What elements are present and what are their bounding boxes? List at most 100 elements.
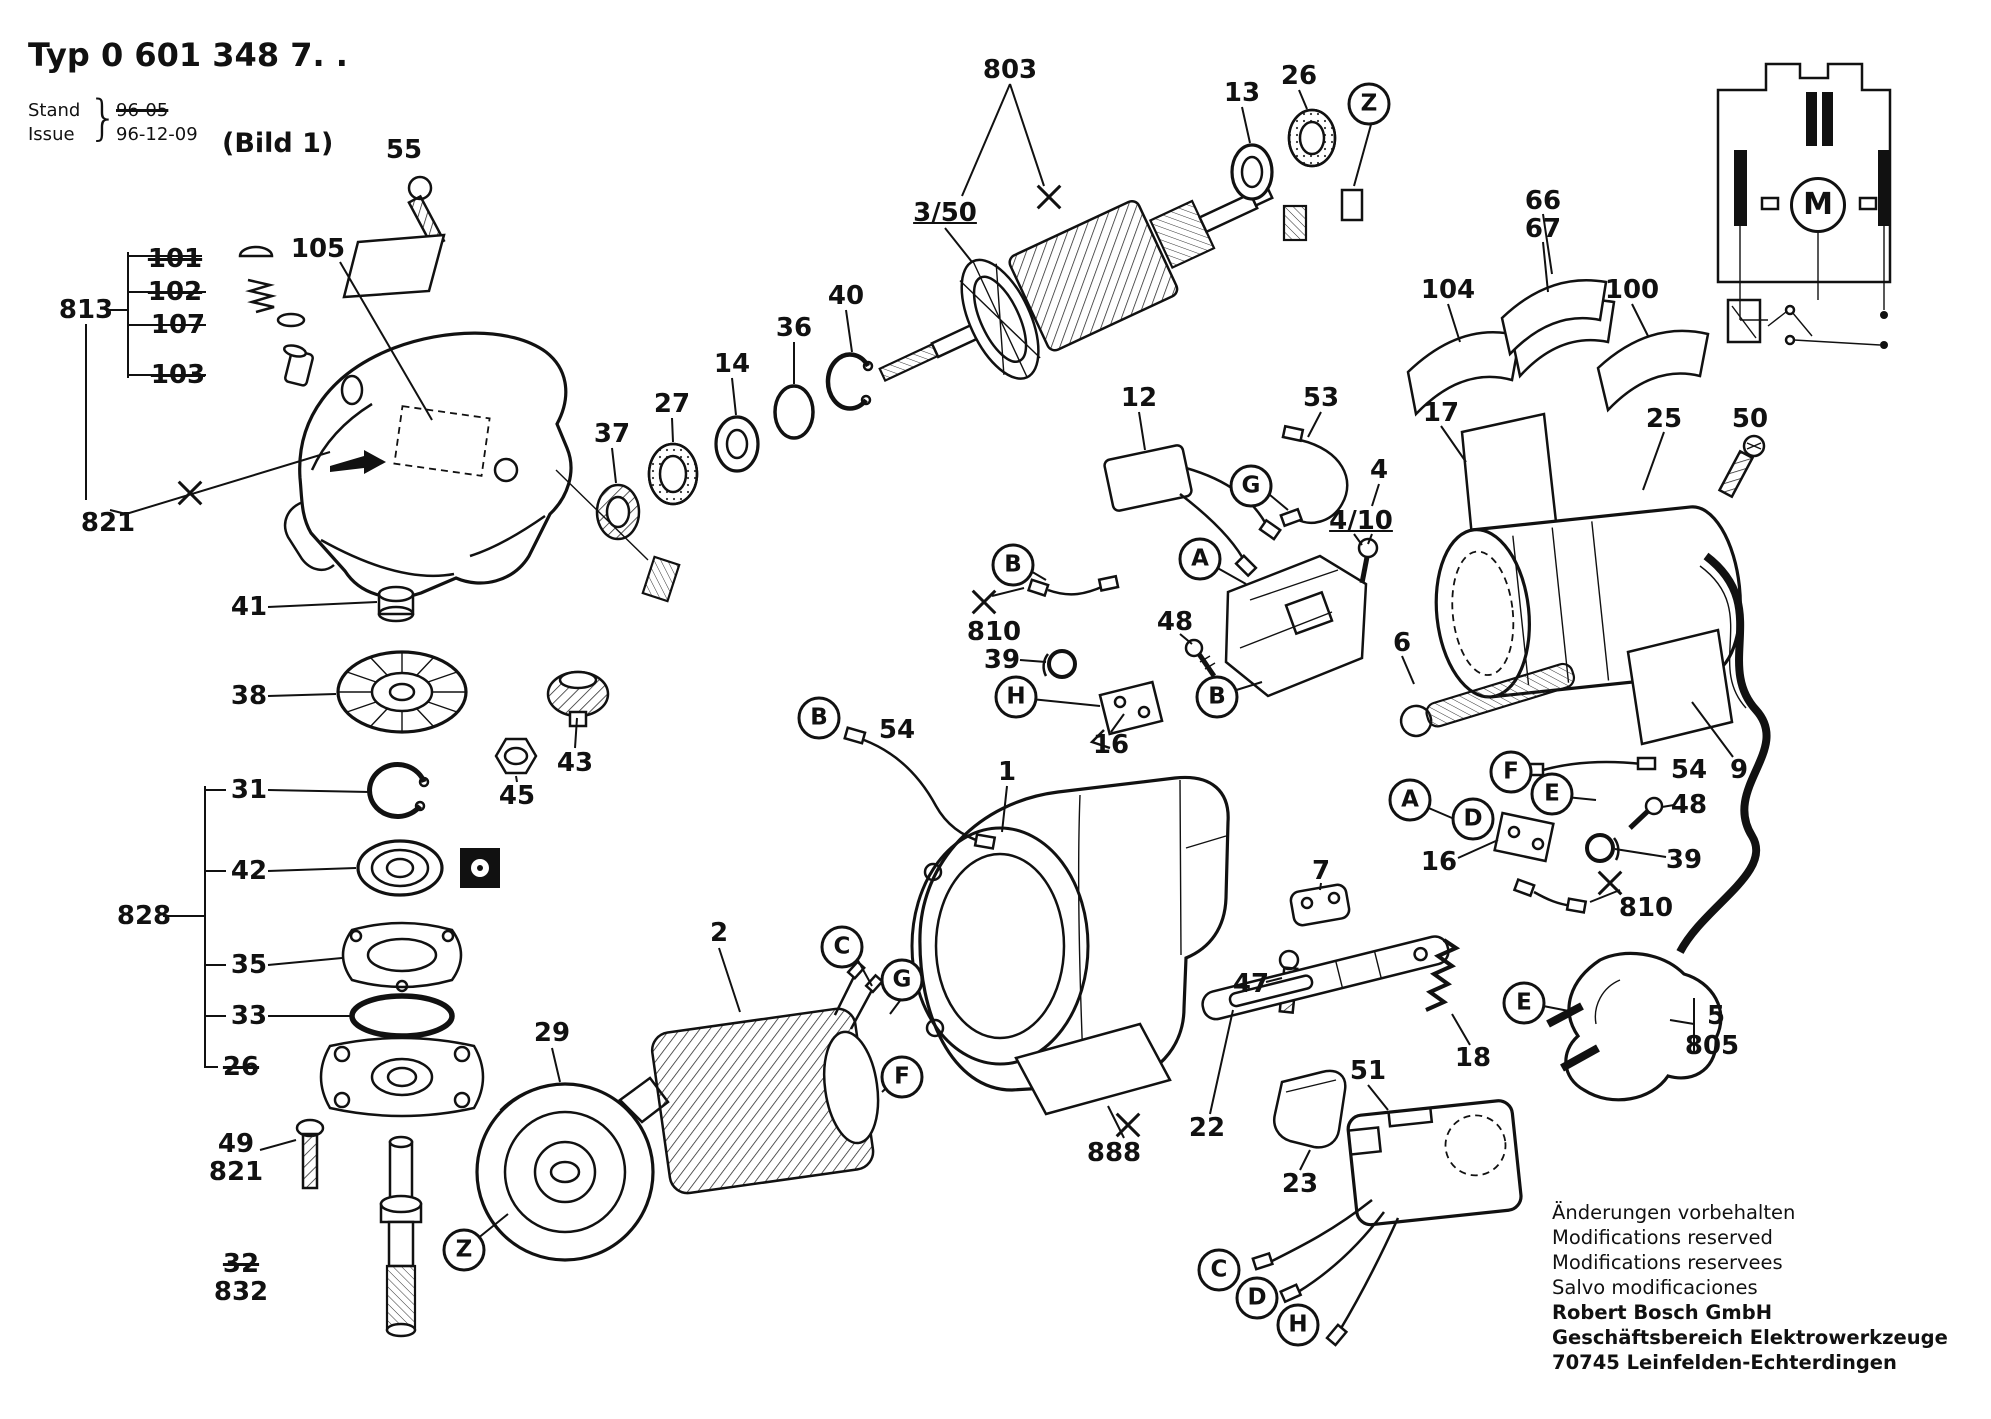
footer-line: Modifications reserved <box>1552 1226 1773 1249</box>
bearing-flange <box>319 1036 485 1118</box>
switch-body <box>1224 537 1379 698</box>
callout-f-stator: F <box>880 1055 924 1099</box>
part-label-832: 832 <box>213 1277 269 1307</box>
issue-value: 96-12-09 <box>116 124 198 145</box>
part-label-5: 5 <box>1706 1001 1726 1031</box>
wire-54-right <box>1524 756 1657 777</box>
nut-45 <box>494 737 538 775</box>
part-label-48-left: 48 <box>1156 607 1194 637</box>
part-label-888: 888 <box>1086 1138 1142 1168</box>
footer-city: 70745 Leinfelden-Echterdingen <box>1552 1351 1897 1374</box>
part-label-810-left: 810 <box>966 617 1022 647</box>
part-label-102: 102 <box>147 277 203 307</box>
part-label-14: 14 <box>713 349 751 379</box>
part-label-67: 67 <box>1524 214 1562 244</box>
callout-h-bottom: H <box>1276 1303 1320 1347</box>
part-label-4/10: 4/10 <box>1329 506 1393 536</box>
part-label-41: 41 <box>230 592 268 622</box>
bearing-14 <box>714 415 760 473</box>
ring-37 <box>595 483 641 541</box>
callout-d-right: D <box>1451 797 1495 841</box>
wire-810-left <box>1026 574 1120 598</box>
part-label-813: 813 <box>58 295 114 325</box>
typ-label: Typ <box>28 36 90 74</box>
part-label-55: 55 <box>385 135 423 165</box>
part-label-47: 47 <box>1232 969 1270 999</box>
part-label-38: 38 <box>230 681 268 711</box>
callout-c-stator: C <box>820 925 864 969</box>
callout-c-bottom: C <box>1197 1248 1241 1292</box>
part-label-42: 42 <box>230 856 268 886</box>
part-label-805: 805 <box>1684 1031 1740 1061</box>
part-label-45: 45 <box>498 781 536 811</box>
part-label-54-left: 54 <box>878 715 916 745</box>
xmark-888 <box>1114 1111 1142 1139</box>
brush-symbol-left <box>1760 196 1780 211</box>
ring-27 <box>647 442 699 506</box>
callout-a-switch: A <box>1178 537 1222 581</box>
spacer-parts-z <box>1282 188 1364 242</box>
screw-4-10 <box>1357 537 1379 559</box>
insulation-66-67 <box>1500 278 1616 379</box>
ring-36 <box>773 384 815 440</box>
part-label-25: 25 <box>1645 404 1683 434</box>
ring-107 <box>276 312 306 328</box>
part-label-39-left: 39 <box>983 645 1021 675</box>
o-ring-33 <box>349 993 455 1039</box>
snap-ring-40 <box>825 352 874 411</box>
brush-holder-7 <box>1289 883 1351 927</box>
part-label-54-right: 54 <box>1670 755 1708 785</box>
wiring-schematic <box>1716 62 1892 349</box>
part-label-39-right: 39 <box>1665 845 1703 875</box>
part-label-37: 37 <box>593 419 631 449</box>
gear-housing-cover <box>283 331 573 599</box>
stator-2 <box>650 960 885 1195</box>
stand-value: 96-05 <box>116 100 169 121</box>
part-label-828: 828 <box>116 901 172 931</box>
armature-803 <box>878 187 1274 382</box>
capacitor-12 <box>1103 444 1282 578</box>
armature-shaft-6 <box>1399 662 1576 738</box>
part-label-104: 104 <box>1420 275 1476 305</box>
cap-101 <box>238 245 274 258</box>
callout-e-upper: E <box>1530 772 1574 816</box>
brush-bracket-16-left <box>1089 680 1164 750</box>
spacer-sleeve <box>641 555 681 603</box>
part-label-66: 66 <box>1524 186 1562 216</box>
bushing-41 <box>377 585 415 623</box>
header-brace: } <box>88 90 119 146</box>
callout-g-top: G <box>1229 464 1273 508</box>
stand-label: Stand <box>28 100 81 121</box>
part-label-105: 105 <box>290 234 346 264</box>
callout-a-right: A <box>1388 778 1432 822</box>
brush-cap-23 <box>1273 1069 1347 1149</box>
part-label-31: 31 <box>230 775 268 805</box>
valve-103 <box>283 344 314 387</box>
part-label-49: 49 <box>217 1129 255 1159</box>
snap-ring-31 <box>367 761 430 819</box>
label-sheet-888 <box>1014 1022 1172 1116</box>
schematic-motor-symbol: M <box>1790 177 1846 233</box>
gasket-35 <box>341 921 463 993</box>
part-label-821-bottom: 821 <box>208 1157 264 1187</box>
switch-contact-symbol <box>1791 311 1813 337</box>
part-label-50: 50 <box>1731 404 1769 434</box>
part-label-2: 2 <box>709 918 729 948</box>
footer-line: Salvo modificaciones <box>1552 1276 1758 1299</box>
screw-48-left <box>1184 638 1217 678</box>
xmark-810-right <box>1596 869 1624 897</box>
part-label-36: 36 <box>775 313 813 343</box>
arrow-marking <box>330 450 386 474</box>
callout-b-left: B <box>797 696 841 740</box>
grommet-39-left <box>1042 649 1077 679</box>
power-cord <box>1676 552 1771 954</box>
insulation-9 <box>1626 628 1734 746</box>
part-label-22: 22 <box>1188 1113 1226 1143</box>
callout-h-left: H <box>994 675 1038 719</box>
callout-e-lower: E <box>1502 981 1546 1025</box>
part-label-40: 40 <box>827 281 865 311</box>
spring-18 <box>1425 938 1461 1012</box>
part-label-16-left: 16 <box>1092 730 1130 760</box>
slider-22 <box>1201 935 1450 1021</box>
